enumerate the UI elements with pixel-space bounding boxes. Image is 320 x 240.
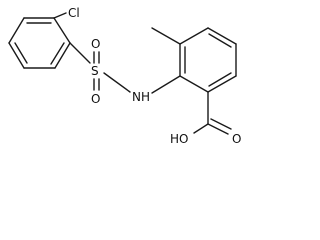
oxygen-bottom-label: O — [91, 92, 100, 106]
hydroxyl-label: HO — [170, 132, 188, 146]
benzoic-acid-ring — [179, 27, 237, 93]
carbonyl-oxygen-label: O — [232, 132, 241, 146]
bond — [103, 72, 131, 93]
bond — [50, 42, 65, 65]
bond — [207, 75, 237, 93]
bond — [208, 72, 232, 87]
oxygen-top-label: O — [91, 37, 100, 51]
bond — [193, 123, 209, 134]
bond — [208, 33, 232, 48]
bond — [210, 118, 232, 130]
bond — [54, 42, 71, 69]
bond — [207, 27, 237, 45]
bond — [179, 27, 209, 45]
bond — [207, 123, 229, 135]
chemical-structure: Cl S O O NH HO O — [8, 6, 241, 146]
bond — [8, 42, 25, 69]
bond — [53, 12, 67, 19]
sulfur-label: S — [91, 64, 99, 78]
bond — [179, 75, 209, 93]
methyl-bond — [151, 27, 181, 45]
chlorine-label: Cl — [68, 6, 80, 20]
bond — [151, 75, 181, 94]
bond — [14, 42, 28, 64]
amine-label: NH — [132, 90, 150, 104]
bond — [69, 42, 91, 64]
chlorophenyl-ring — [8, 17, 71, 69]
bond — [53, 17, 71, 44]
bond — [8, 17, 25, 44]
